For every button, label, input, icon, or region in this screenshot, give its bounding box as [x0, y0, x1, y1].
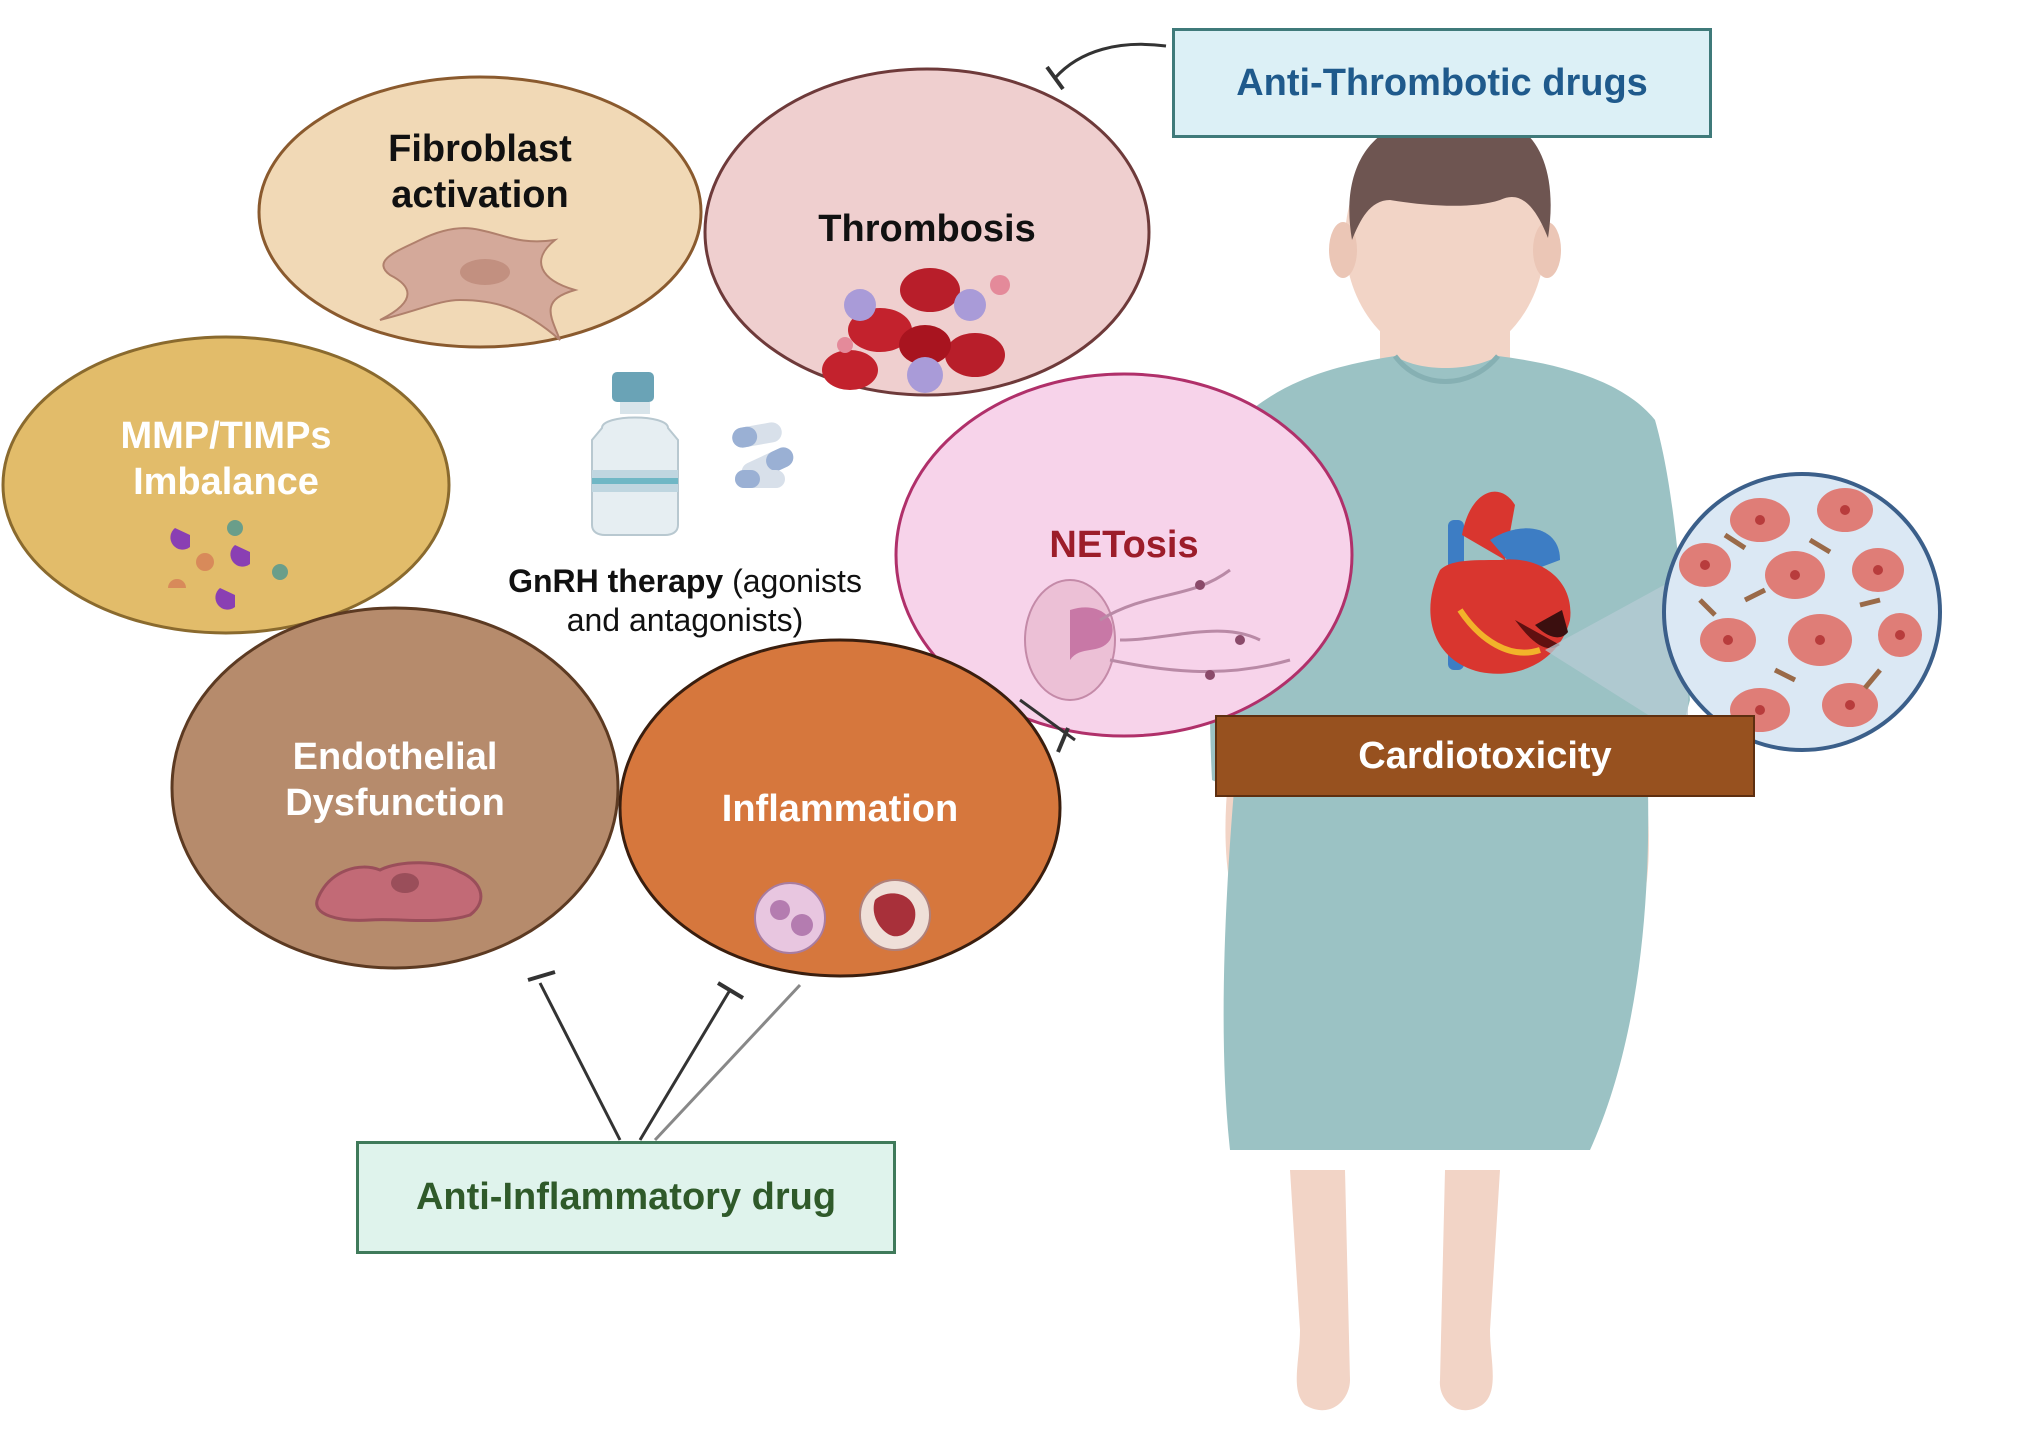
cardiac-tissue-icon — [1662, 472, 1942, 752]
endothelial-label-line2: Dysfunction — [285, 782, 505, 825]
gnrh-therapy-bold: GnRH therapy — [508, 563, 724, 599]
gnrh-therapy-rest1: (agonists — [723, 563, 862, 599]
anti-thrombotic-drugs-label: Anti-Thrombotic drugs — [1236, 61, 1648, 104]
netosis-node — [894, 372, 1354, 738]
thrombosis-label: Thrombosis — [818, 208, 1036, 250]
cardiotoxicity-label: Cardiotoxicity — [1358, 734, 1612, 777]
fibroblast-activation-node — [257, 75, 703, 349]
fibroblast-label-line2: activation — [391, 174, 569, 217]
anti-inflammatory-drug-label: Anti-Inflammatory drug — [415, 1176, 837, 1218]
inhibition-arrows — [527, 42, 1167, 1142]
gnrh-therapy-line1: GnRH therapy (agonists — [470, 562, 900, 601]
thrombosis-node — [703, 67, 1151, 397]
gnrh-therapy-label: GnRH therapy (agonists and antagonists) — [470, 562, 900, 640]
inflammation-label: Inflammation — [721, 788, 959, 830]
anti-thrombotic-drugs-box: Anti-Thrombotic drugs — [1172, 28, 1712, 138]
mmp-timps-imbalance-node — [1, 335, 451, 635]
mmp-label-line2: Imbalance — [133, 461, 319, 504]
mmp-timps-label: MMP/TIMPs Imbalance — [76, 413, 376, 506]
netosis-label: NETosis — [1049, 524, 1199, 566]
cardiotoxicity-box: Cardiotoxicity — [1215, 715, 1755, 797]
inflammation-node — [618, 638, 1062, 978]
gnrh-therapy-line2: and antagonists) — [566, 602, 804, 639]
heart-icon — [1430, 491, 1571, 674]
mmp-label-line1: MMP/TIMPs — [120, 415, 332, 457]
pills-icon — [732, 422, 794, 488]
endothelial-label-line1: Endothelial — [292, 736, 498, 778]
endothelial-dysfunction-label: Endothelial Dysfunction — [245, 734, 545, 827]
vial-icon — [591, 372, 679, 536]
anti-inflammatory-drug-box: Anti-Inflammatory drug — [356, 1141, 896, 1254]
endothelial-dysfunction-node — [170, 606, 620, 970]
fibroblast-activation-label: Fibroblast activation — [330, 126, 630, 219]
zoom-wedge — [1545, 572, 1688, 740]
fibroblast-label-line1: Fibroblast — [388, 128, 572, 170]
